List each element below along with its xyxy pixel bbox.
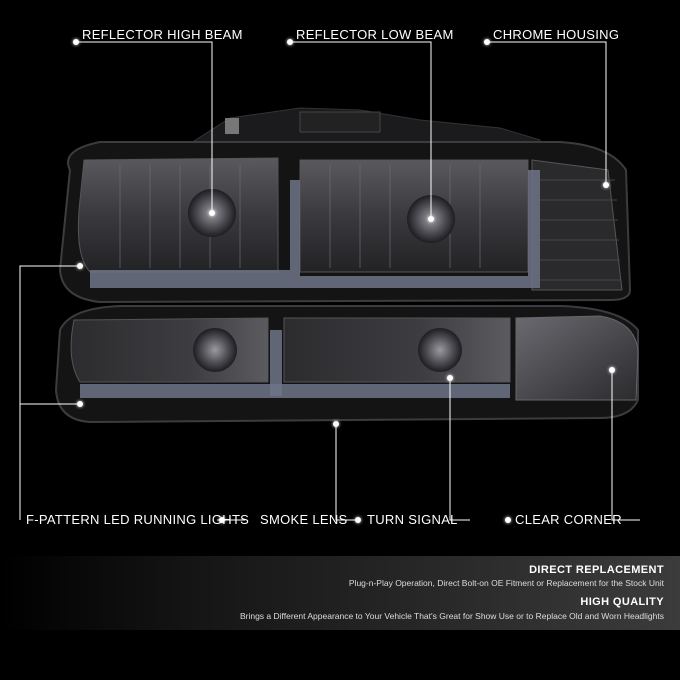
dot-icon (77, 263, 83, 269)
label-reflector-high-beam: REFLECTOR HIGH BEAM (82, 27, 243, 42)
dot-icon (219, 517, 225, 523)
dot-icon (428, 216, 434, 222)
dot-icon (209, 210, 215, 216)
label-clear-corner: CLEAR CORNER (515, 512, 622, 527)
lower-signal-lamp (54, 305, 639, 424)
label-reflector-low-beam: REFLECTOR LOW BEAM (296, 27, 454, 42)
callout-lines (19, 41, 640, 521)
dot-icon (505, 517, 511, 523)
dot-icon (77, 401, 83, 407)
dot-icon (484, 39, 490, 45)
label-smoke-lens: SMOKE LENS (260, 512, 348, 527)
upper-headlight (58, 141, 632, 304)
dot-icon (73, 39, 79, 45)
dot-icon (609, 367, 615, 373)
feature-title-direct-replacement: DIRECT REPLACEMENT (529, 564, 664, 576)
feature-text-high-quality: Brings a Different Appearance to Your Ve… (239, 611, 664, 621)
feature-info-band: DIRECT REPLACEMENT Plug-n-Play Operation… (0, 556, 680, 630)
dot-icon (447, 375, 453, 381)
dot-icon (355, 517, 361, 523)
dot-icon (333, 421, 339, 427)
label-turn-signal: TURN SIGNAL (367, 512, 458, 527)
label-chrome-housing: CHROME HOUSING (493, 27, 620, 42)
feature-title-high-quality: HIGH QUALITY (580, 596, 664, 608)
feature-text-direct-replacement: Plug-n-Play Operation, Direct Bolt-on OE… (348, 578, 664, 588)
label-f-pattern-led: F-PATTERN LED RUNNING LIGHTS (26, 512, 250, 527)
dot-icon (603, 182, 609, 188)
dot-icon (287, 39, 293, 45)
